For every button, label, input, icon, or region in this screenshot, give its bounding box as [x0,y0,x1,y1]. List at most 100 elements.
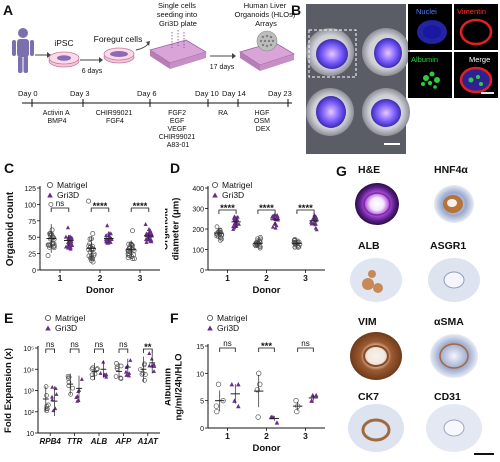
data-point-matrigel [131,252,137,258]
data-point-matrigel [214,231,219,237]
data-point-gri3d [127,373,132,378]
data-point-gri3d [149,356,154,361]
data-point-gri3d [63,234,69,239]
panel-label-e: E [4,310,14,326]
seeding-line-1: Single cells [158,1,196,10]
data-point-matrigel [256,370,262,376]
legend-label-matrigel: Matrigel [222,180,252,190]
hlo-line-3: Arrays [255,19,277,28]
significance-bracket [296,209,315,214]
factor-stage-3: FGF2 EGF VEGF CHIR99021 A83-01 [159,110,198,149]
legend-marker-gri3d [47,192,53,198]
legend-marker-matrigel [44,314,52,322]
data-point-matrigel [215,381,222,387]
data-point-gri3d [152,364,157,368]
data-point-matrigel [49,231,55,237]
y-tick-label: 100 [24,202,36,209]
data-point-matrigel [130,228,135,234]
significance-label: **** [220,203,235,214]
y-tick-label: 25 [28,252,36,259]
gri3d-plate-icon [149,30,207,69]
panel-label-f: F [170,310,179,326]
data-point-gri3d [313,392,319,398]
significance-bracket [94,348,104,353]
y-tick-label: 200 [192,227,204,234]
y-tick-label: 10 [26,431,34,438]
panel-label-g: G [336,163,347,179]
x-tick-label: TTR [67,437,83,446]
nuclei-label: Nuclei [416,7,437,16]
histology-panel: H&E HNF4α ALB ASGR1 VIM αSMA CK7 CD31 [342,164,494,455]
data-point-matrigel [218,237,223,243]
histology-label-cd31: CD31 [434,391,461,403]
data-point-gri3d [68,244,73,249]
asma-stain-image [430,334,478,378]
data-point-gri3d [232,217,237,222]
y-tick-label: 10⁵ [23,346,34,353]
data-point-gri3d [235,214,240,219]
data-point-gri3d [128,358,133,362]
y-tick-label: 400 [192,186,204,193]
seeding-line-3: Gri3D plate [159,19,197,28]
x-axis-label: Donor [86,285,114,296]
protocol-diagram: iPSC 6 days Foregut cells Single cells s… [12,1,296,149]
data-point-gri3d [149,230,154,235]
x-tick-label: A1AT [137,437,159,446]
data-point-gri3d [104,233,109,238]
histology-label-ck7: CK7 [358,391,379,403]
data-point-matrigel [127,246,133,251]
data-point-matrigel [113,374,119,379]
microscopy-panel: Nuclei Vimentin Albumin Merge [306,4,498,154]
albumin-label: Albumin [411,55,438,64]
data-point-gri3d [50,397,55,402]
hlo-array-plate-icon [239,30,295,71]
data-point-gri3d [273,225,278,230]
data-point-gri3d [310,392,316,398]
factor-stage-2: CHIR99021 FGF4 [96,110,135,125]
merge-label: Merge [469,55,490,64]
foregut-dish-icon [103,47,135,64]
data-point-matrigel [254,387,261,393]
arrow-17-days: 17 days [210,64,235,71]
legend-label-matrigel: Matrigel [217,313,247,323]
day-14: Day 14 [222,89,246,98]
data-point-gri3d [69,241,74,246]
data-point-gri3d [98,371,103,375]
data-point-matrigel [89,253,95,259]
significance-bracket [258,347,275,352]
data-point-matrigel [92,371,98,377]
significance-bracket [90,207,110,212]
y-tick-label: 300 [192,207,204,214]
significance-bracket [69,348,80,353]
data-point-gri3d [127,371,132,375]
day-23: Day 23 [268,89,292,98]
y-tick-label: 100 [192,248,204,255]
legend-marker-matrigel [46,181,54,189]
data-point-matrigel [45,253,51,259]
y-tick-label: 10 [196,371,204,378]
significance-bracket [50,207,70,212]
data-point-gri3d [124,373,129,377]
data-point-gri3d [144,239,149,244]
data-point-gri3d [147,363,152,368]
ck7-stain-image [348,404,404,452]
legend-marker-gri3d [207,325,213,331]
x-tick-label: RPB4 [40,437,62,446]
significance-label: ns [70,340,78,349]
y-tick-label: 50 [28,235,36,242]
day-0: Day 0 [18,89,38,98]
data-point-matrigel [90,365,96,371]
ipsc-dish-icon [48,51,80,68]
significance-label: ** [144,342,152,353]
significance-bracket [257,209,276,214]
significance-bracket [130,207,150,212]
histology-label-vim: VIM [358,316,377,328]
seeding-line-2: seeding into [157,10,197,19]
x-tick-label: 1 [58,273,63,283]
data-point-gri3d [143,221,148,226]
panel-label-d: D [170,160,181,176]
arrow-6-days: 6 days [82,68,103,75]
